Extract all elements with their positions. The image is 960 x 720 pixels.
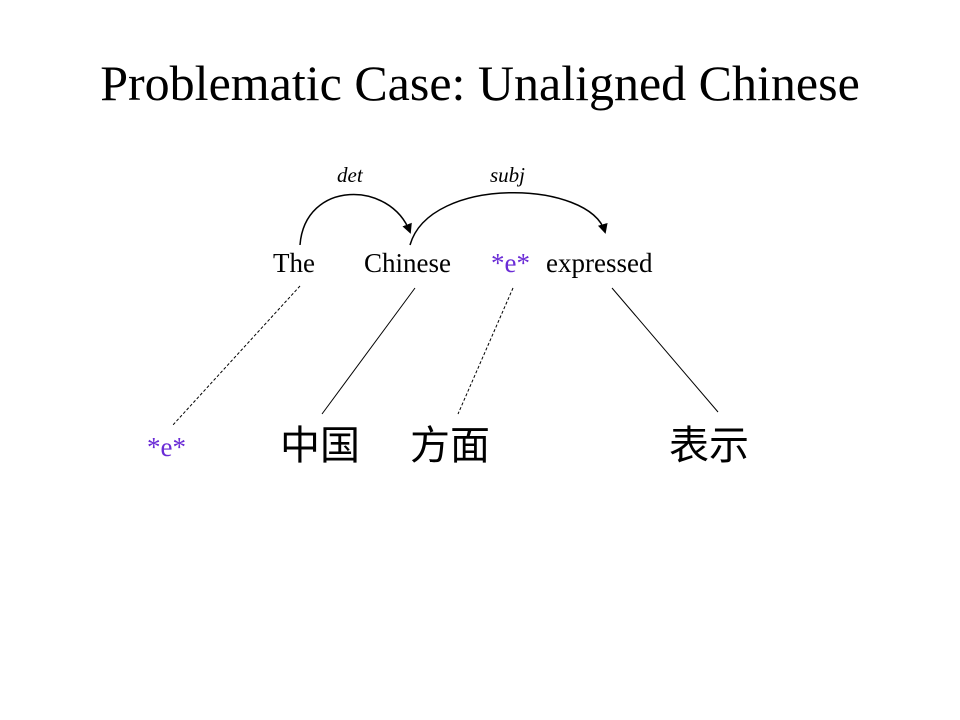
english-token-null: *e*	[491, 248, 530, 278]
dependency-arc-subj	[409, 191, 608, 246]
chinese-token-fangmian: 方面	[410, 423, 490, 469]
dependency-label-det: det	[337, 163, 363, 187]
slide-title: Problematic Case: Unaligned Chinese	[100, 55, 860, 111]
dependency-arc-det	[299, 193, 412, 246]
alignment-line-expressed-biaoshi	[611, 287, 719, 413]
english-token-expressed: expressed	[546, 248, 653, 278]
alignment-line-null-fangmian	[457, 287, 514, 415]
alignment-line-the-null	[171, 285, 301, 427]
chinese-token-null: *e*	[147, 432, 186, 462]
chinese-token-biaoshi: 表示	[669, 423, 749, 469]
dependency-label-subj: subj	[490, 163, 526, 187]
english-token-the: The	[273, 248, 315, 278]
alignment-line-chinese-zhongguo	[321, 287, 416, 415]
english-token-chinese: Chinese	[364, 248, 451, 278]
chinese-token-zhongguo: 中国	[280, 423, 360, 469]
